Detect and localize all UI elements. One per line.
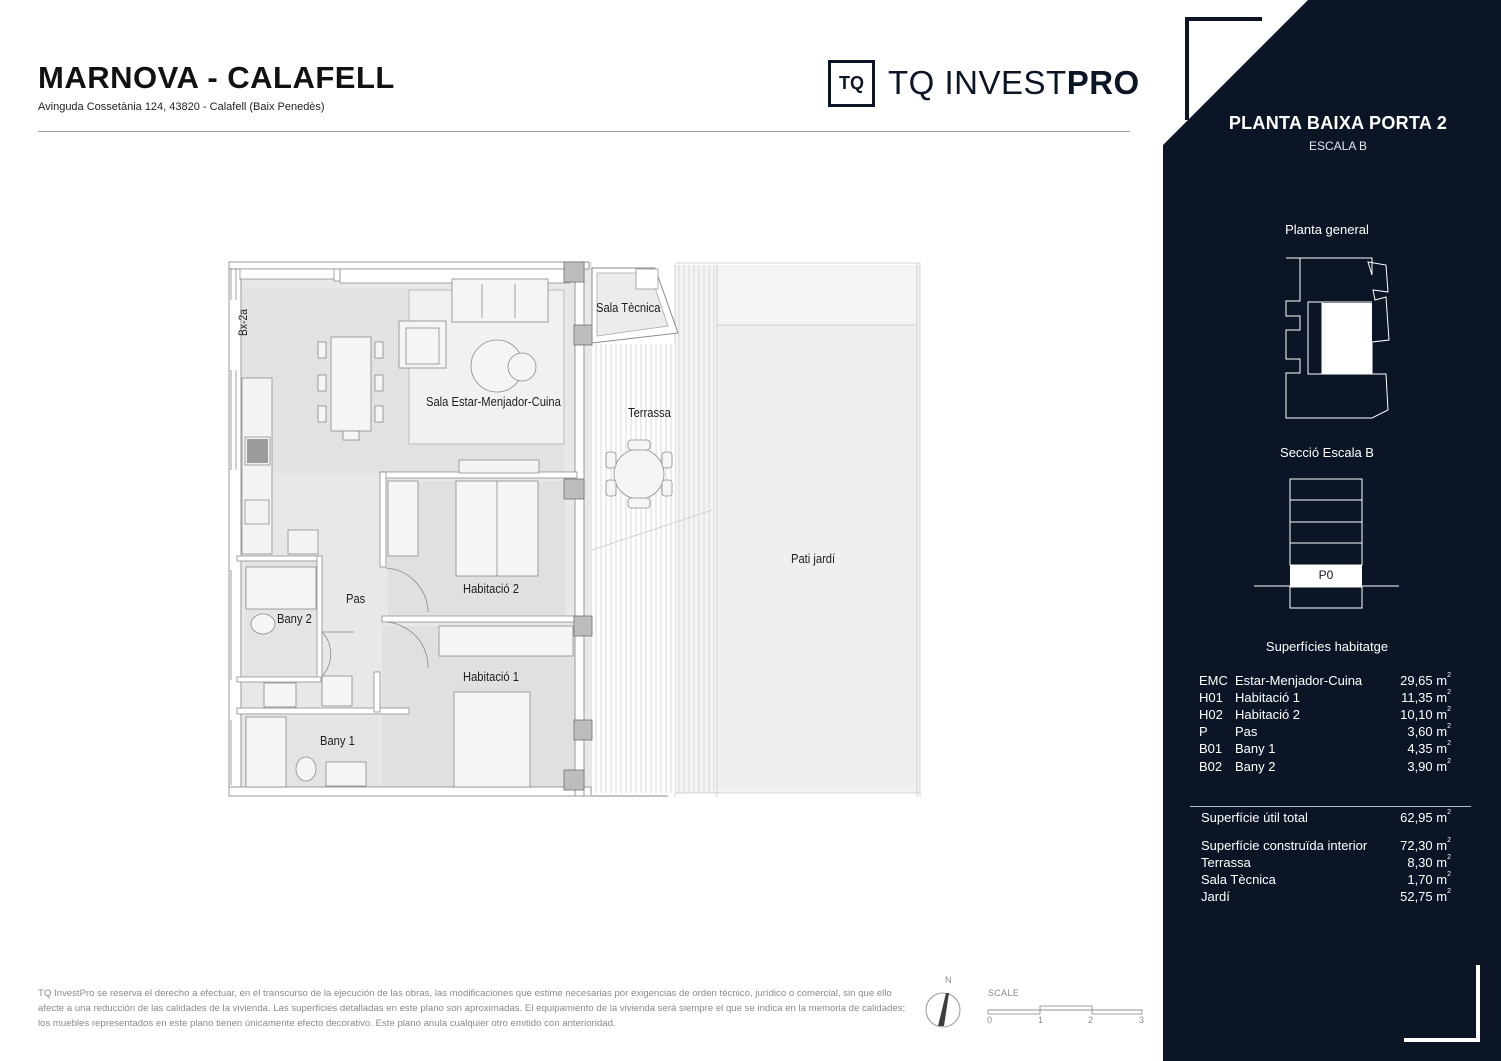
surface-code: EMC (1199, 673, 1228, 688)
scale-tick-1: 1 (1038, 1015, 1044, 1025)
surface-name: Bany 1 (1235, 741, 1276, 756)
useful-total-row: Superfície útil total 62,95 m2 (1201, 809, 1451, 827)
surface-value: 29,65 m2 (1400, 672, 1451, 688)
info-panel-background (1163, 0, 1501, 1061)
section-current-floor (1290, 565, 1362, 586)
scale-bar (987, 1005, 1143, 1015)
room-label-terrace: Terrassa (628, 405, 671, 420)
logo-wordmark: TQ INVESTPRO (888, 64, 1140, 102)
key-plan-highlight (1322, 303, 1372, 374)
surface-name: Bany 2 (1235, 759, 1276, 774)
surface-name: Pas (1235, 724, 1258, 739)
room-label-bedroom2: Habitació 2 (463, 581, 519, 596)
room-label-living: Sala Estar-Menjador-Cuina (426, 394, 561, 409)
scale-tick-3: 3 (1139, 1015, 1145, 1025)
header-divider (38, 131, 1130, 132)
surface-name: Habitació 2 (1235, 707, 1301, 722)
surface-code: P (1199, 724, 1208, 739)
surface-row: P Pas 3,60 m2 (1199, 723, 1451, 741)
total-row: Terrassa 8,30 m2 (1201, 854, 1451, 872)
surface-code: H01 (1199, 690, 1223, 705)
total-row: Sala Tècnica 1,70 m2 (1201, 871, 1451, 889)
scale-label: SCALE (988, 988, 1020, 998)
corner-bracket-bottom (1404, 965, 1480, 1042)
useful-total-value: 62,95 m2 (1400, 809, 1451, 825)
total-name: Sala Tècnica (1201, 872, 1276, 887)
project-address: Avinguda Cossetània 124, 43820 - Calafel… (38, 101, 325, 113)
project-title: MARNOVA - CALAFELL (38, 60, 395, 95)
logo-monogram: TQ (828, 59, 875, 107)
brand-logo: TQ TQ INVESTPRO (828, 58, 1140, 108)
total-name: Terrassa (1201, 855, 1251, 870)
total-name: Superfície construïda interior (1201, 838, 1368, 853)
north-label: N (945, 975, 952, 985)
total-value: 72,30 m2 (1400, 837, 1451, 853)
legal-disclaimer: TQ InvestPro se reserva el derecho a efe… (38, 988, 906, 1029)
surface-row: H02 Habitació 2 10,10 m2 (1199, 706, 1451, 724)
total-value: 8,30 m2 (1407, 854, 1451, 870)
logo-wordmark-bold: PRO (1066, 64, 1140, 101)
scale-tick-0: 0 (987, 1015, 993, 1025)
surface-name: Estar-Menjador-Cuina (1235, 673, 1363, 688)
section-floor-label: P0 (1318, 568, 1334, 582)
room-label-box: Bx-2a (236, 309, 250, 336)
surface-row: H01 Habitació 1 11,35 m2 (1199, 689, 1451, 707)
unit-subtitle: ESCALA B (1308, 139, 1368, 153)
total-value: 52,75 m2 (1400, 888, 1451, 904)
key-plan-label: Planta general (1285, 222, 1369, 237)
floor-plan (228, 261, 921, 797)
room-label-tech: Sala Tècnica (596, 300, 661, 315)
total-value: 1,70 m2 (1407, 871, 1451, 887)
surface-code: H02 (1199, 707, 1223, 722)
north-arrow-icon (925, 992, 961, 1028)
logo-monogram-text: TQ (839, 72, 864, 93)
total-name: Jardí (1201, 889, 1230, 904)
room-label-bath1: Bany 1 (320, 733, 355, 748)
surface-name: Habitació 1 (1235, 690, 1301, 705)
surface-row: EMC Estar-Menjador-Cuina 29,65 m2 (1199, 672, 1451, 690)
room-label-hall: Pas (346, 591, 366, 606)
scale-tick-2: 2 (1088, 1015, 1094, 1025)
section-label: Secció Escala B (1280, 445, 1374, 460)
surface-value: 3,60 m2 (1407, 723, 1451, 739)
unit-title: PLANTA BAIXA PORTA 2 (1228, 113, 1448, 133)
surface-row: B02 Bany 2 3,90 m2 (1199, 758, 1451, 776)
logo-wordmark-light: TQ INVEST (888, 64, 1067, 101)
room-label-garden: Pati jardí (791, 551, 836, 566)
surface-value: 3,90 m2 (1407, 758, 1451, 774)
surface-value: 10,10 m2 (1400, 706, 1451, 722)
surface-value: 4,35 m2 (1407, 740, 1451, 756)
surfaces-divider (1190, 806, 1471, 807)
surface-value: 11,35 m2 (1401, 689, 1451, 705)
total-row: Jardí 52,75 m2 (1201, 888, 1451, 906)
total-row: Superfície construïda interior 72,30 m2 (1201, 837, 1451, 855)
surfaces-heading: Superfícies habitatge (1265, 639, 1389, 654)
useful-total-label: Superfície útil total (1201, 810, 1308, 825)
surface-row: B01 Bany 1 4,35 m2 (1199, 740, 1451, 758)
surface-code: B01 (1199, 741, 1223, 756)
room-label-bedroom1: Habitació 1 (463, 669, 519, 684)
surface-code: B02 (1199, 759, 1223, 774)
corner-bracket-top (1185, 17, 1262, 120)
room-label-bath2: Bany 2 (277, 611, 312, 626)
